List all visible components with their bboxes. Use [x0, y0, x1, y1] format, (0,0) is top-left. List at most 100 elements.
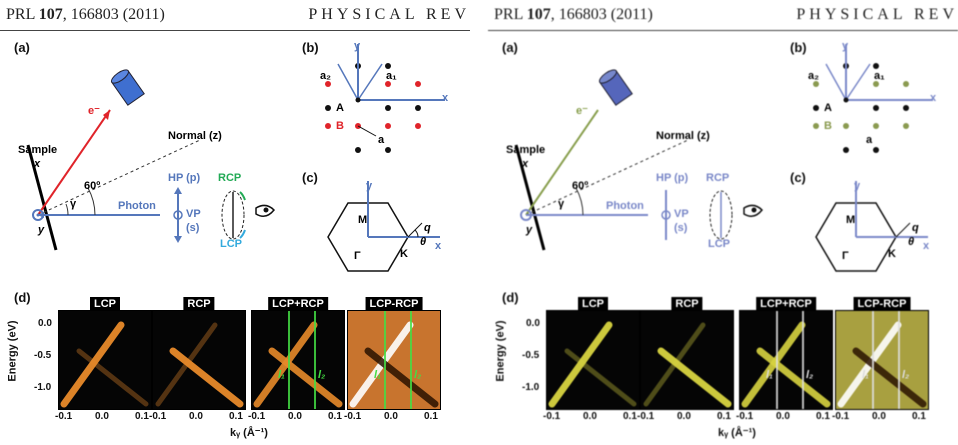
- cut-line: [898, 311, 900, 409]
- band-line: [852, 347, 927, 408]
- rcp-label: RCP: [706, 172, 730, 184]
- cut-line: [384, 311, 386, 409]
- photon-label: Photon: [118, 200, 156, 212]
- xtick: -0.1: [344, 411, 362, 422]
- panel-title: LCP-RCP: [365, 297, 423, 311]
- sample-label: Sample: [18, 144, 58, 156]
- cut-l1-label: l₁: [862, 369, 869, 381]
- xtick: 0.0: [677, 411, 691, 422]
- band-line: [564, 348, 637, 407]
- xtick: 0.1: [623, 411, 637, 422]
- bz-M: M: [358, 214, 368, 226]
- journal-name: PHYSICAL REV: [796, 6, 958, 23]
- hp-label: HP (p): [656, 172, 689, 184]
- ytick-0: 0.0: [526, 318, 540, 329]
- cut-l1-label: l₁: [374, 369, 381, 381]
- xtick: 0.0: [776, 411, 790, 422]
- cut-l2-label: l₂: [318, 369, 326, 381]
- xtick: -0.1: [543, 411, 561, 422]
- bz-K: K: [400, 248, 408, 260]
- lattice-B: B: [824, 120, 832, 132]
- panel-title: LCP+RCP: [756, 297, 816, 311]
- xtick: 0.0: [872, 411, 886, 422]
- hp-label: HP (p): [168, 172, 201, 184]
- arpes-panel-3: l₁ l₂ LCP-RCP -0.1 0.0 0.1: [832, 297, 929, 422]
- bz-theta: θ: [420, 236, 427, 248]
- xtick: -0.1: [248, 411, 266, 422]
- bz-M: M: [846, 214, 856, 226]
- cut-line: [314, 311, 316, 409]
- lattice-A: A: [336, 102, 344, 114]
- bz-theta: θ: [908, 236, 915, 248]
- lattice-a: a: [866, 134, 873, 146]
- xtick: -0.1: [637, 411, 655, 422]
- lattice-B: B: [336, 120, 344, 132]
- ytick-1: -0.5: [522, 350, 540, 361]
- xtick: 0.0: [384, 411, 398, 422]
- rcp-label: RCP: [218, 172, 242, 184]
- xtick: 0.1: [912, 411, 926, 422]
- right-figure: PRL 107, 166803 (2011) PHYSICAL REV (a) …: [488, 0, 958, 445]
- panel-label-b: (b): [302, 40, 319, 55]
- citation: PRL 107, 166803 (2011): [6, 6, 165, 23]
- cut-l2-label: l₂: [902, 369, 910, 381]
- xtick: 0.1: [816, 411, 830, 422]
- normal-label: Normal (z): [656, 130, 710, 142]
- gamma-label: γ: [558, 198, 565, 210]
- panel-title: LCP+RCP: [268, 297, 328, 311]
- band-line: [548, 321, 613, 408]
- band-line: [657, 347, 732, 408]
- electron-label: e⁻: [576, 105, 588, 117]
- xtick: 0.1: [717, 411, 731, 422]
- photon-label: Photon: [606, 200, 644, 212]
- s-label: (s): [186, 222, 200, 234]
- dirac-cone: [349, 321, 439, 408]
- dirac-cone: [253, 321, 343, 408]
- bz-Gamma: Γ: [354, 250, 361, 262]
- panel-label-b: (b): [790, 40, 807, 55]
- panel-label-d: (d): [502, 290, 519, 305]
- lattice-a1: a₁: [874, 70, 885, 82]
- cut-l2-label: l₂: [414, 369, 422, 381]
- band-line: [364, 347, 439, 408]
- panel-label-a: (a): [14, 40, 30, 55]
- energy-axis-label: Energy (eV): [6, 320, 19, 382]
- xtick: 0.0: [189, 411, 203, 422]
- electron-label: e⁻: [88, 105, 100, 117]
- lattice-x: x: [930, 92, 937, 104]
- cut-line: [410, 311, 412, 409]
- xtick: -0.1: [832, 411, 850, 422]
- xtick: -0.1: [736, 411, 754, 422]
- band-line: [169, 347, 244, 408]
- s-label: (s): [674, 222, 688, 234]
- bz-y: y: [366, 180, 373, 192]
- bz-x: x: [923, 240, 930, 252]
- sample-y-label: y: [526, 224, 533, 236]
- lattice-A: A: [824, 102, 832, 114]
- sample-x-label: x: [34, 158, 41, 170]
- dirac-cone: [155, 322, 244, 408]
- dirac-cone: [548, 321, 637, 408]
- journal-name: PHYSICAL REV: [308, 6, 470, 23]
- sample-x-label: x: [522, 158, 529, 170]
- panel-label-c: (c): [790, 170, 806, 185]
- band-line: [76, 348, 149, 407]
- dirac-cone: [741, 321, 831, 408]
- xtick: 0.0: [95, 411, 109, 422]
- panel-label-d: (d): [14, 290, 31, 305]
- cut-line: [776, 311, 778, 409]
- cut-line: [802, 311, 804, 409]
- bz-diagram: [815, 181, 928, 272]
- citation: PRL 107, 166803 (2011): [494, 6, 653, 23]
- band-line: [60, 321, 125, 408]
- setup-diagram: [514, 69, 764, 251]
- bz-q: q: [912, 222, 919, 234]
- ytick-0: 0.0: [38, 318, 52, 329]
- cut-l1-label: l₁: [278, 369, 285, 381]
- lattice-x: x: [442, 92, 449, 104]
- panel-title: LCP-RCP: [853, 297, 911, 311]
